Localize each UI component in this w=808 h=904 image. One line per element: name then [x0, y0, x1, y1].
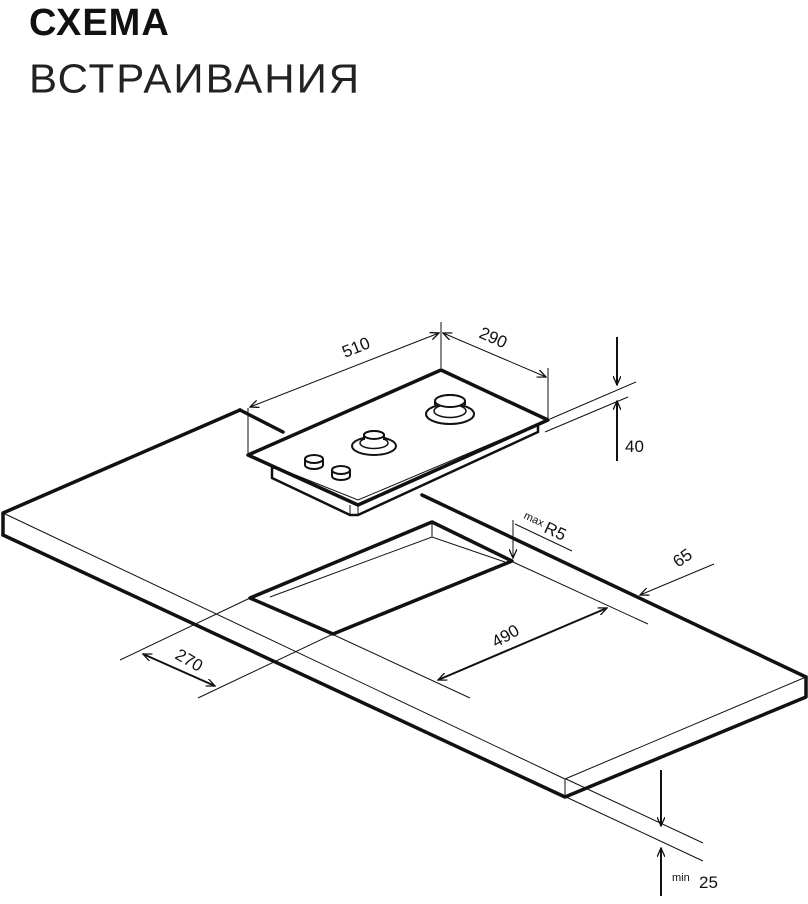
- label-25: 25: [699, 873, 718, 892]
- label-min: min: [672, 872, 690, 884]
- dimension-back-offset: 65: [640, 545, 715, 595]
- burner-large: [425, 394, 475, 425]
- label-40: 40: [625, 437, 644, 456]
- countertop: [1, 408, 808, 799]
- dimension-hob-height: 40: [544, 337, 644, 461]
- label-290: 290: [476, 323, 510, 352]
- gas-hob: [246, 368, 550, 517]
- title-line-2: ВСТРАИВАНИЯ: [29, 55, 362, 102]
- label-510: 510: [339, 333, 372, 361]
- dimension-countertop-thickness: min 25: [565, 770, 718, 896]
- label-max: max: [522, 510, 546, 530]
- dimension-cutout-depth: 270: [119, 597, 334, 699]
- title-line-1: СХЕМА: [29, 2, 170, 44]
- label-65: 65: [669, 545, 695, 571]
- burner-medium: [351, 430, 397, 456]
- countertop-cutout: [248, 520, 514, 636]
- control-knob: [331, 465, 351, 481]
- label-r5: R5: [541, 518, 569, 544]
- control-knob: [304, 454, 324, 470]
- label-270: 270: [172, 645, 206, 676]
- dimension-cutout-width: 490: [333, 561, 649, 699]
